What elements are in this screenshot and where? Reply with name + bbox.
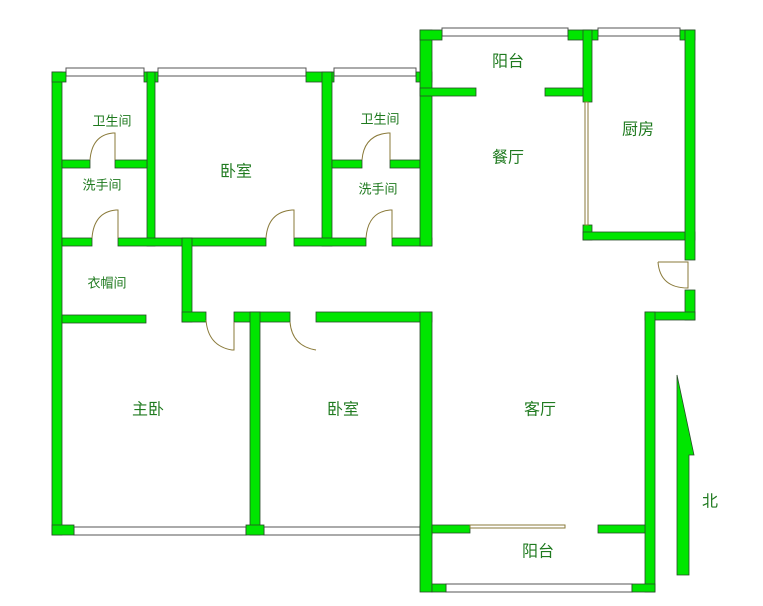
room-label-master-bedroom: 主卧	[132, 400, 164, 419]
north-arrow-icon	[676, 374, 695, 576]
room-label-kitchen: 厨房	[622, 120, 654, 139]
room-label-wash-right: 洗手间	[358, 183, 397, 198]
room-label-balcony-bottom: 阳台	[522, 542, 554, 561]
room-label-bedroom-top: 卧室	[220, 162, 252, 181]
room-label-wash-left: 洗手间	[82, 179, 121, 194]
room-label-closet: 衣帽间	[87, 276, 126, 292]
room-label-bath-right: 卫生间	[360, 113, 399, 128]
compass-label: 北	[702, 492, 718, 511]
room-label-balcony-top: 阳台	[492, 52, 524, 71]
room-label-dining: 餐厅	[492, 148, 524, 167]
walls	[51, 29, 696, 593]
room-label-bath-left: 卫生间	[92, 115, 131, 130]
room-label-bedroom-bottom: 卧室	[327, 400, 359, 419]
room-label-living-room: 客厅	[524, 400, 556, 419]
room-labels: 卫生间 洗手间 卧室 卫生间 洗手间 阳台 餐厅 厨房 衣帽间 主卧 卧室 客厅…	[82, 52, 654, 561]
doors	[89, 101, 689, 529]
